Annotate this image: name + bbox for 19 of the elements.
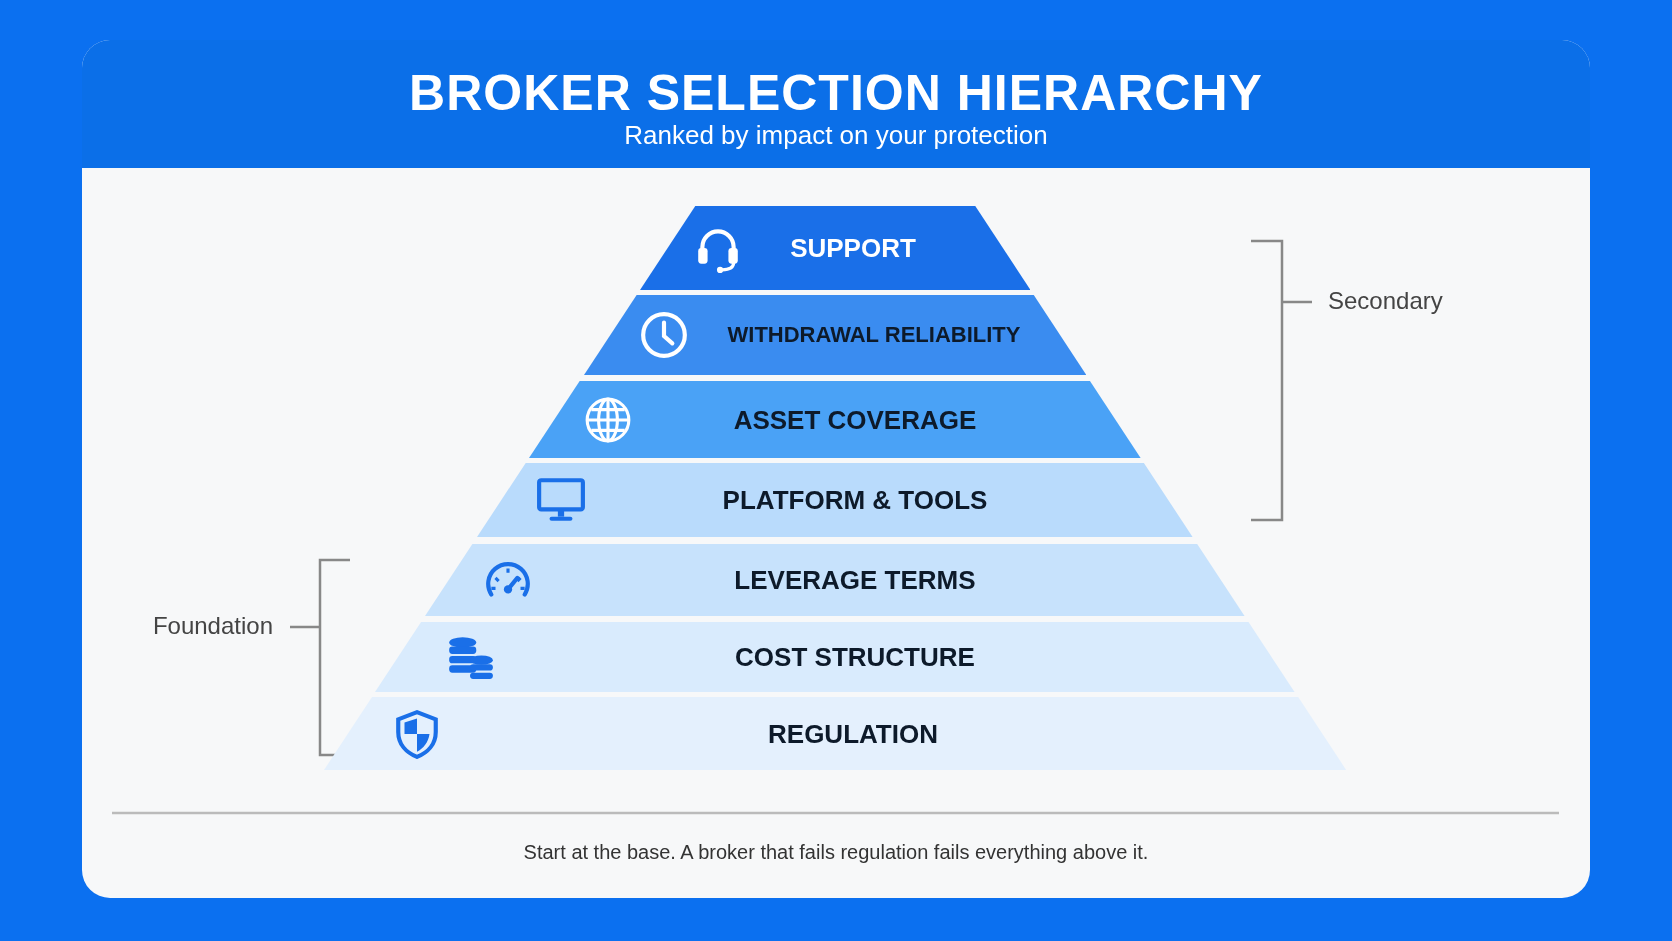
pyramid-tier: [639, 206, 1031, 290]
tier-label: LEVERAGE TERMS: [734, 564, 976, 596]
title: BROKER SELECTION HIERARCHY: [408, 64, 1264, 122]
tier-label: WITHDRAWAL RELIABILITY: [727, 322, 1021, 348]
tier-label: REGULATION: [768, 718, 938, 749]
pyramid-tier: [425, 544, 1245, 616]
pyramid-tier: [529, 381, 1141, 458]
bracket-label: Foundation: [152, 612, 273, 640]
pyramid-tier: [477, 463, 1193, 537]
subtitle: Ranked by impact on your protection: [623, 120, 1049, 151]
tier-label: COST STRUCTURE: [735, 641, 975, 673]
bracket-label: Secondary: [1328, 287, 1443, 315]
tier-label: ASSET COVERAGE: [733, 404, 977, 435]
tier-label: PLATFORM & TOOLS: [722, 484, 988, 516]
caption: Start at the base. A broker that fails regulation fails everything above it.: [522, 841, 1150, 864]
pyramid-tier: [375, 622, 1295, 692]
pyramid-tier: [583, 295, 1087, 375]
pyramid-tier: [323, 697, 1347, 770]
tier-label: SUPPORT: [790, 232, 916, 264]
